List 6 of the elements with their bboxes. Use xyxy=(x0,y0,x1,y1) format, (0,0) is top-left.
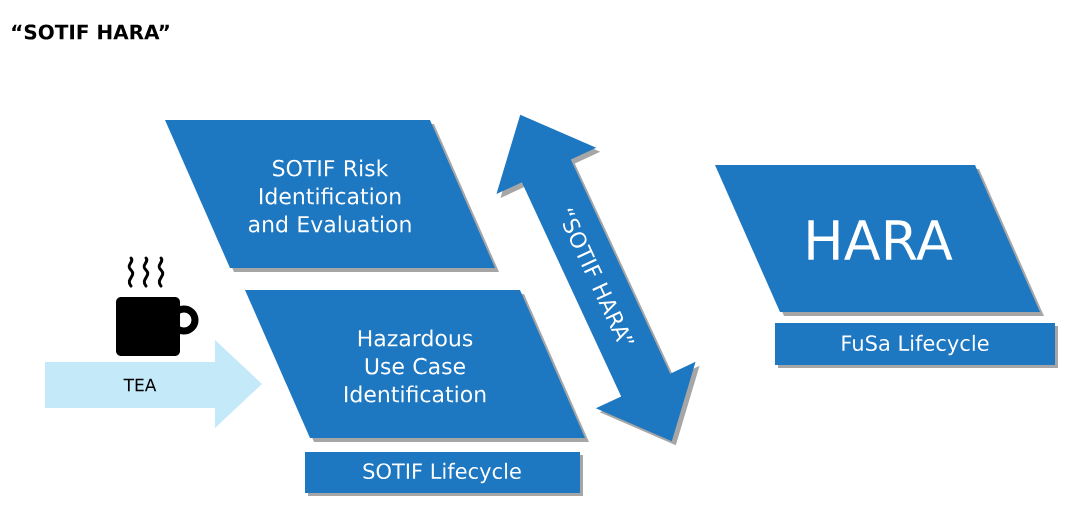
parallelogram-box: Hazardous Use Case Identification xyxy=(245,290,589,442)
title: “SOTIF HARA” xyxy=(12,24,169,40)
parallelogram-box: HARA xyxy=(715,165,1044,316)
parallelogram-box: SOTIF Risk Identification and Evaluation xyxy=(165,120,499,272)
lifecycle-box: FuSa Lifecycle xyxy=(775,323,1058,368)
lifecycle-box: SOTIF Lifecycle xyxy=(305,452,583,496)
